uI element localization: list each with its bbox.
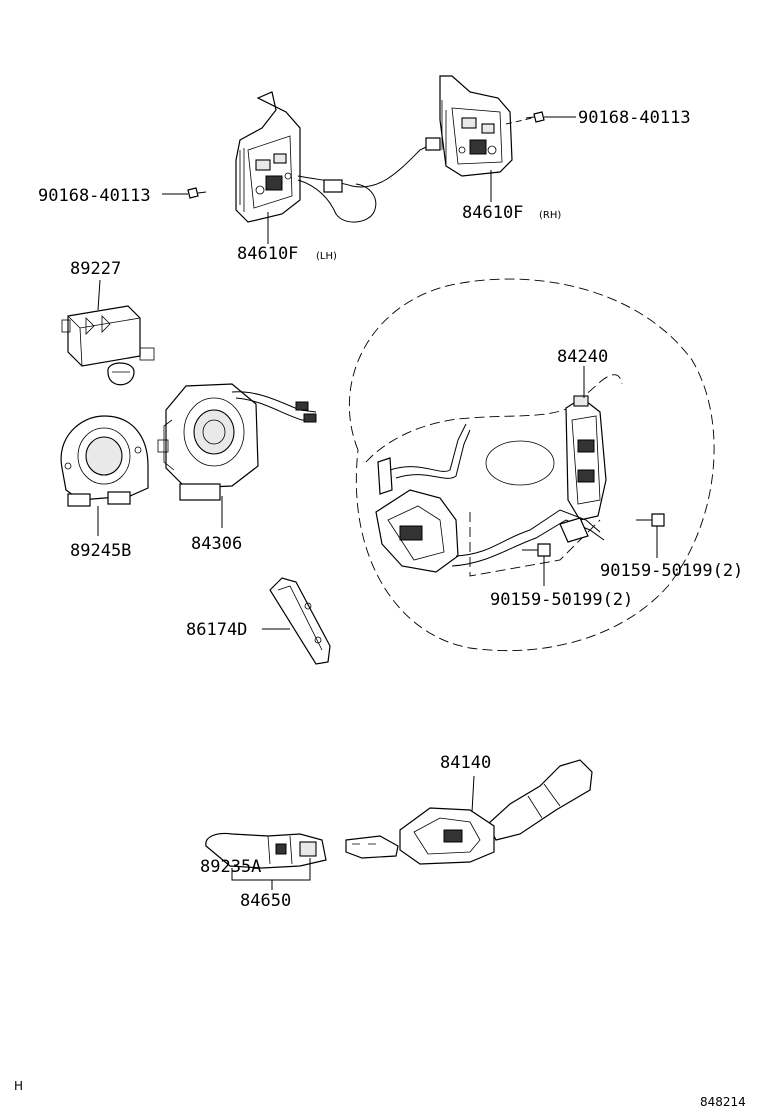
spiral-cable-84306-drawing[interactable] [157,383,317,501]
part-number-89245b[interactable]: 89245B [70,541,131,561]
part-number-89235a[interactable]: 89235A [200,857,261,877]
rh-screw-drawing[interactable] [525,111,545,123]
wheel-switch-84240-drawing[interactable] [375,395,607,573]
part-suffix-rh: (RH) [539,210,561,221]
corner-mark: H [14,1079,23,1093]
part-number-84306[interactable]: 84306 [191,534,242,554]
part-number-90168-40113-rh[interactable]: 90168-40113 [578,108,691,128]
part-number-84240[interactable]: 84240 [557,347,608,367]
part-number-90168-40113-lh[interactable]: 90168-40113 [38,186,151,206]
part-number-84610f-rh[interactable]: 84610F [462,203,523,223]
wiper-switch-84650-drawing[interactable] [205,832,327,869]
part-number-90159-50199-right[interactable]: 90159-50199(2) [600,561,743,581]
bolt-center-drawing[interactable] [522,543,551,557]
part-number-84140[interactable]: 84140 [440,753,491,773]
lh-pad-switch-drawing[interactable] [235,91,441,223]
rh-pad-switch-drawing[interactable] [439,75,513,177]
lh-screw-drawing[interactable] [187,187,207,199]
part-suffix-lh: (LH) [316,251,337,262]
part-number-84610f-lh[interactable]: 84610F [237,244,298,264]
part-number-90159-50199-center[interactable]: 90159-50199(2) [490,590,633,610]
horn-contact-86174d-drawing[interactable] [269,577,331,665]
turn-switch-84140-drawing[interactable] [345,759,593,865]
diagram-code: 848214 [700,1095,746,1109]
part-number-84650[interactable]: 84650 [240,891,291,911]
bolt-right-drawing[interactable] [636,513,665,527]
steering-sensor-89245b-drawing[interactable] [60,415,149,507]
steering-wheel-outline [348,278,715,652]
part-number-89227[interactable]: 89227 [70,259,121,279]
sensor-89227-drawing[interactable] [61,305,155,386]
part-number-86174d[interactable]: 86174D [186,620,247,640]
